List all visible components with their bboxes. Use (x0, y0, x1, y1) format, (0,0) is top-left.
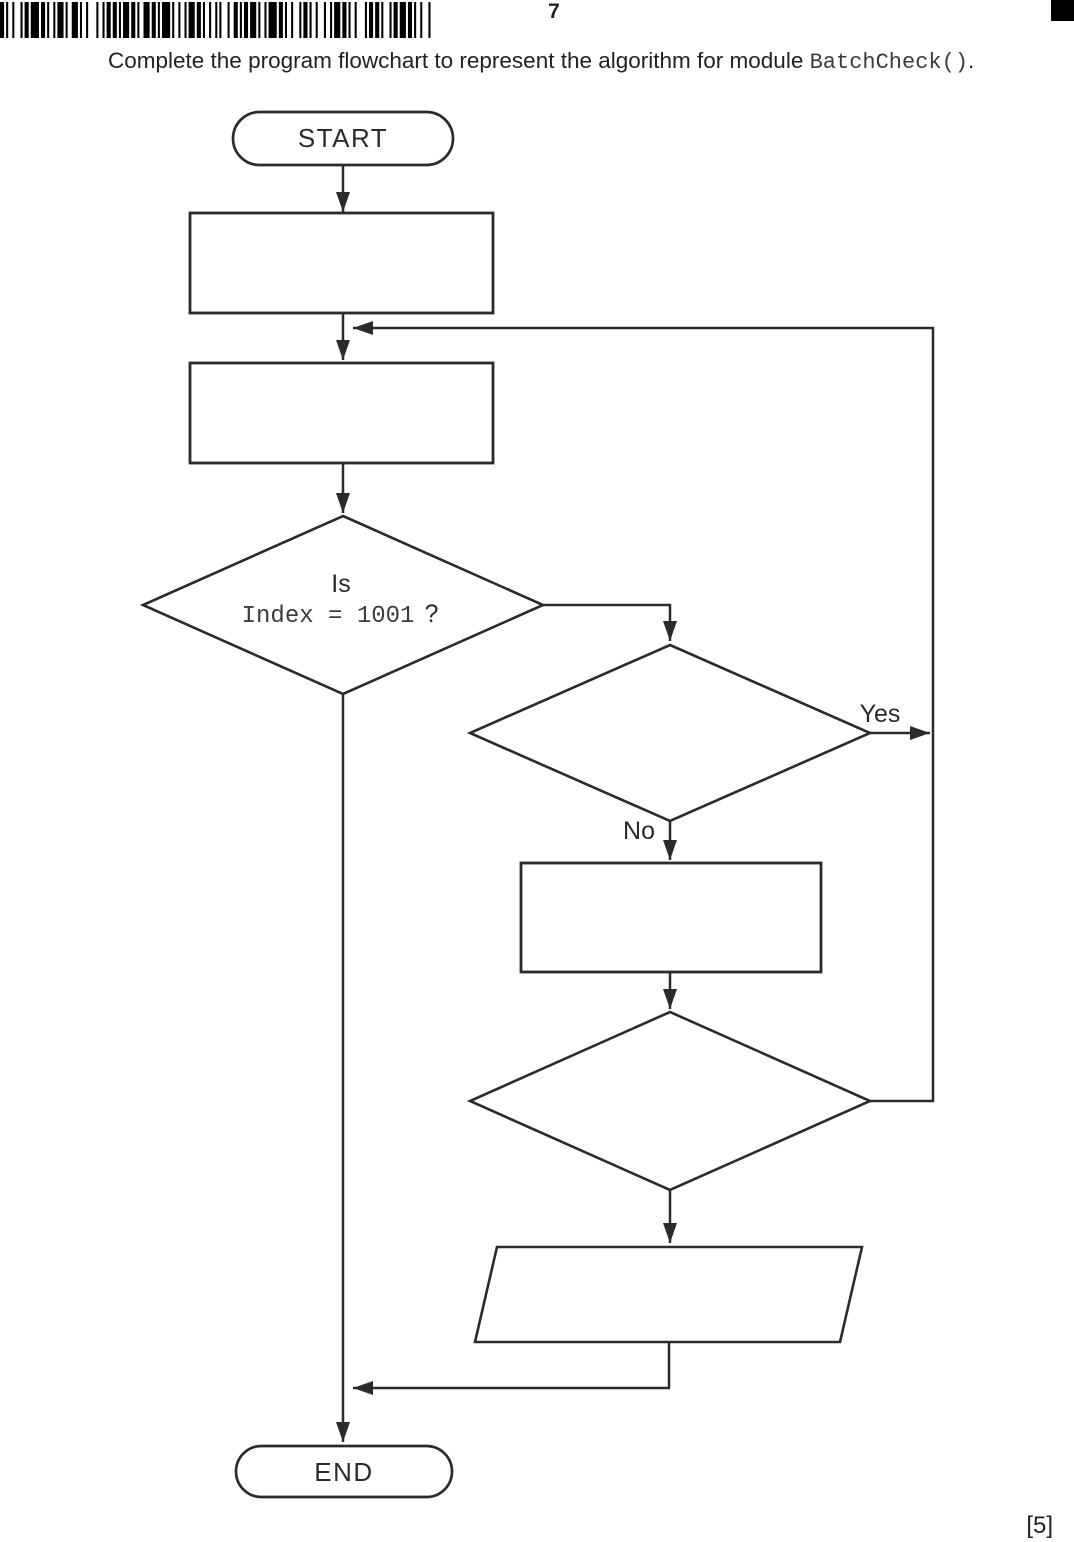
barcode-bar (209, 2, 212, 38)
barcode-bar (41, 2, 46, 38)
barcode-bar (369, 2, 374, 38)
process-box-1-empty (188, 211, 495, 315)
barcode-bar (102, 2, 105, 38)
barcode-bar (323, 2, 326, 38)
no-label: No (623, 817, 655, 845)
barcode-bar (315, 2, 318, 38)
barcode-bar (96, 2, 99, 38)
decision1-condition-code: Index = 1001 (242, 603, 415, 630)
barcode-bar (57, 2, 64, 38)
barcode-bar (243, 2, 249, 38)
process-box-2-empty (188, 361, 495, 465)
barcode-bar (414, 2, 417, 38)
decision-2-empty (466, 643, 874, 823)
barcode-bar (233, 2, 238, 38)
page-number: 7 (548, 0, 560, 23)
barcode-bar (291, 2, 294, 38)
barcode-bar (12, 2, 15, 38)
barcode-bar (172, 2, 175, 38)
question-text-prefix: Complete the program flowchart to repres… (108, 48, 810, 73)
question-text: Complete the program flowchart to repres… (108, 48, 1048, 75)
marks-badge: [5] (1026, 1512, 1053, 1539)
feedback-loop-line (353, 321, 935, 1103)
barcode-bar (258, 2, 261, 38)
barcode-bar (178, 2, 181, 38)
barcode-bar (428, 2, 431, 38)
barcode-bar (407, 2, 413, 38)
barcode-bar (399, 2, 406, 38)
barcode-bar (348, 2, 351, 38)
barcode-bar (71, 2, 78, 38)
barcode-bar (157, 2, 160, 38)
barcode-bar (6, 2, 9, 38)
barcode-bar (381, 2, 384, 38)
barcode-bar (202, 2, 205, 38)
barcode-bar (86, 2, 89, 38)
barcode-bar (53, 2, 56, 38)
question-text-suffix: . (968, 48, 975, 73)
decision1-condition: Index = 1001? (242, 600, 439, 630)
decision1-question-mark: ? (424, 600, 438, 628)
barcode-bar (196, 2, 201, 38)
barcode-bar (188, 2, 195, 38)
barcode-bar (137, 2, 140, 38)
barcode-bar (264, 2, 267, 38)
barcode-bar (151, 2, 156, 38)
barcode-bar (309, 2, 312, 38)
barcode-bar (227, 2, 230, 38)
barcode-bar (375, 2, 380, 38)
barcode-bar (219, 2, 222, 38)
barcode-bar (118, 2, 121, 38)
barcode-bar (131, 2, 136, 38)
barcode-bar (364, 2, 367, 38)
barcode-bar (47, 2, 50, 38)
barcode-bar (268, 2, 277, 38)
printer-corner-mark-icon (1051, 0, 1074, 21)
yes-label: Yes (860, 700, 901, 728)
barcode-bar (342, 2, 347, 38)
barcode-bar (143, 2, 150, 38)
barcode-bar (389, 2, 392, 38)
start-label: START (298, 123, 388, 153)
barcode-bar (184, 2, 187, 38)
barcode-bar (334, 2, 341, 38)
decision-index-1001 (139, 514, 547, 696)
barcode-bar (303, 2, 308, 38)
barcode-bar (330, 2, 333, 38)
barcode-bar (106, 2, 111, 38)
io-parallelogram-empty (473, 1245, 864, 1344)
barcode-icon (0, 2, 431, 38)
barcode-bar (278, 2, 283, 38)
connector-decision1-to-decision2 (543, 603, 677, 641)
barcode-bar (123, 2, 130, 38)
barcode-bar (284, 2, 287, 38)
module-name-code: BatchCheck() (809, 50, 969, 75)
end-label: END (314, 1457, 373, 1487)
decision1-line1: Is (331, 570, 350, 598)
barcode-bar (420, 2, 423, 38)
barcode-bar (79, 2, 82, 38)
barcode-bar (393, 2, 398, 38)
barcode-bar (239, 2, 242, 38)
start-terminator (231, 110, 455, 167)
barcode-bar (20, 2, 23, 38)
barcode-bar (30, 2, 39, 38)
barcode-bar (161, 2, 171, 38)
barcode-bar (215, 2, 218, 38)
barcode-bar (65, 2, 68, 38)
barcode-bar (354, 2, 357, 38)
barcode-bar (24, 2, 29, 38)
process-box-3-empty (519, 861, 823, 974)
end-terminator (234, 1444, 454, 1499)
barcode-bar (112, 2, 117, 38)
connector-io-to-main-line (353, 1342, 671, 1395)
barcode-bar (250, 2, 257, 38)
barcode-bar (299, 2, 302, 38)
barcode-bar (0, 2, 5, 38)
decision-3-empty (466, 1010, 874, 1192)
